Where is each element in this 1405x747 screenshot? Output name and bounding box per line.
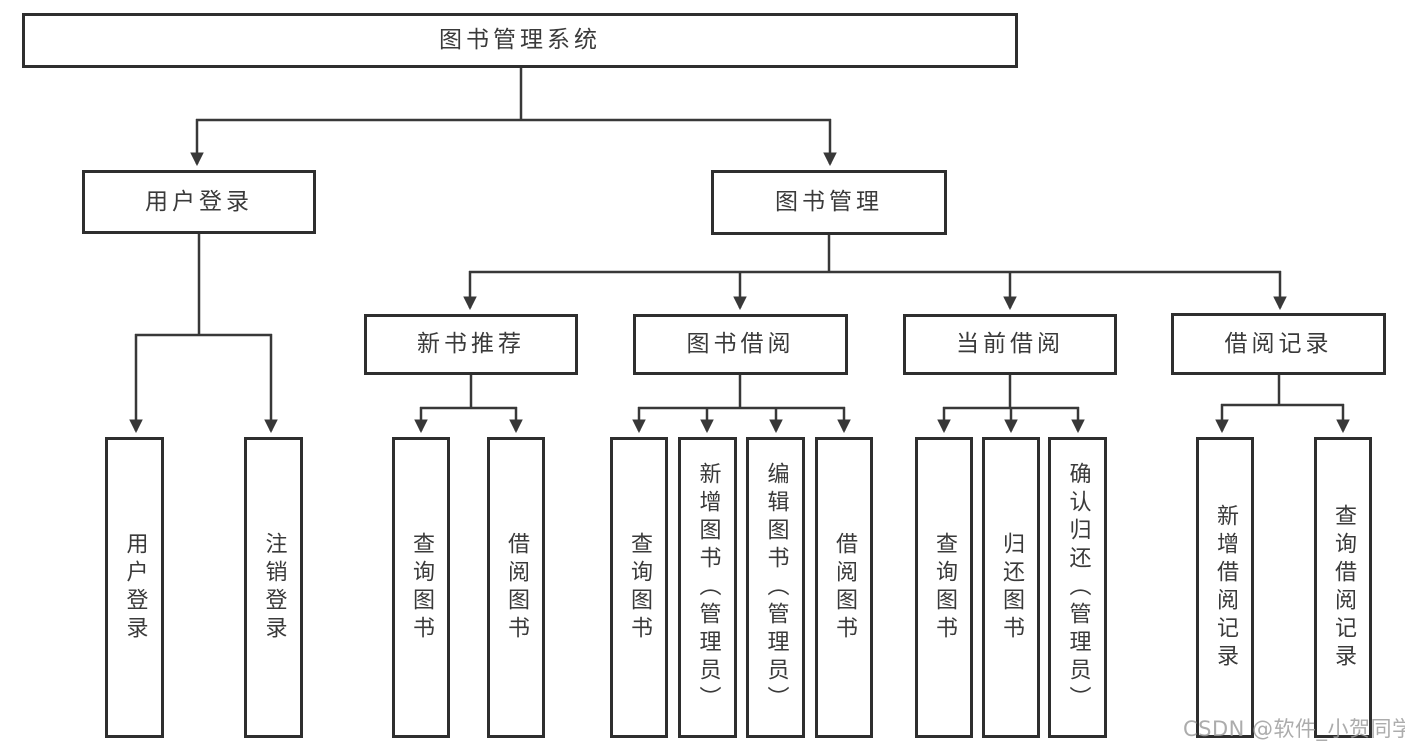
- node-leaf-query-book-1: 查询图书: [392, 437, 450, 738]
- connector-current-borrow-branch: [937, 375, 1085, 434]
- node-leaf-borrow-book-1: 借阅图书: [487, 437, 545, 738]
- node-book-borrow: 图书借阅: [633, 314, 848, 375]
- node-leaf-add-book-admin: 新增图书（管理员）: [678, 437, 737, 738]
- csdn-watermark: CSDN @软件_小贺同学: [1183, 717, 1405, 741]
- node-current-borrow: 当前借阅: [903, 314, 1117, 375]
- node-leaf-user-login: 用户登录: [105, 437, 164, 738]
- connector-root-to-level2: [190, 68, 837, 167]
- connector-user-login-branch: [129, 234, 278, 434]
- node-leaf-add-borrow-record: 新增借阅记录: [1196, 437, 1254, 738]
- connector-book-mgmt-branch: [463, 235, 1287, 311]
- node-leaf-query-book-2: 查询图书: [610, 437, 668, 738]
- node-user-login: 用户登录: [82, 170, 316, 234]
- node-root-library-system: 图书管理系统: [22, 13, 1018, 68]
- connector-borrow-records-branch: [1215, 375, 1350, 434]
- node-leaf-logout: 注销登录: [244, 437, 303, 738]
- node-new-book-recommend: 新书推荐: [364, 314, 578, 375]
- node-leaf-query-borrow-record: 查询借阅记录: [1314, 437, 1372, 738]
- node-leaf-edit-book-admin: 编辑图书（管理员）: [746, 437, 805, 738]
- node-borrow-records: 借阅记录: [1171, 313, 1386, 375]
- connector-new-book-branch: [414, 375, 523, 434]
- connector-book-borrow-branch: [632, 375, 851, 434]
- node-leaf-borrow-book-2: 借阅图书: [815, 437, 873, 738]
- node-book-management: 图书管理: [711, 170, 947, 235]
- node-leaf-confirm-return-admin: 确认归还（管理员）: [1048, 437, 1107, 738]
- node-leaf-return-book: 归还图书: [982, 437, 1040, 738]
- node-leaf-query-book-3: 查询图书: [915, 437, 973, 738]
